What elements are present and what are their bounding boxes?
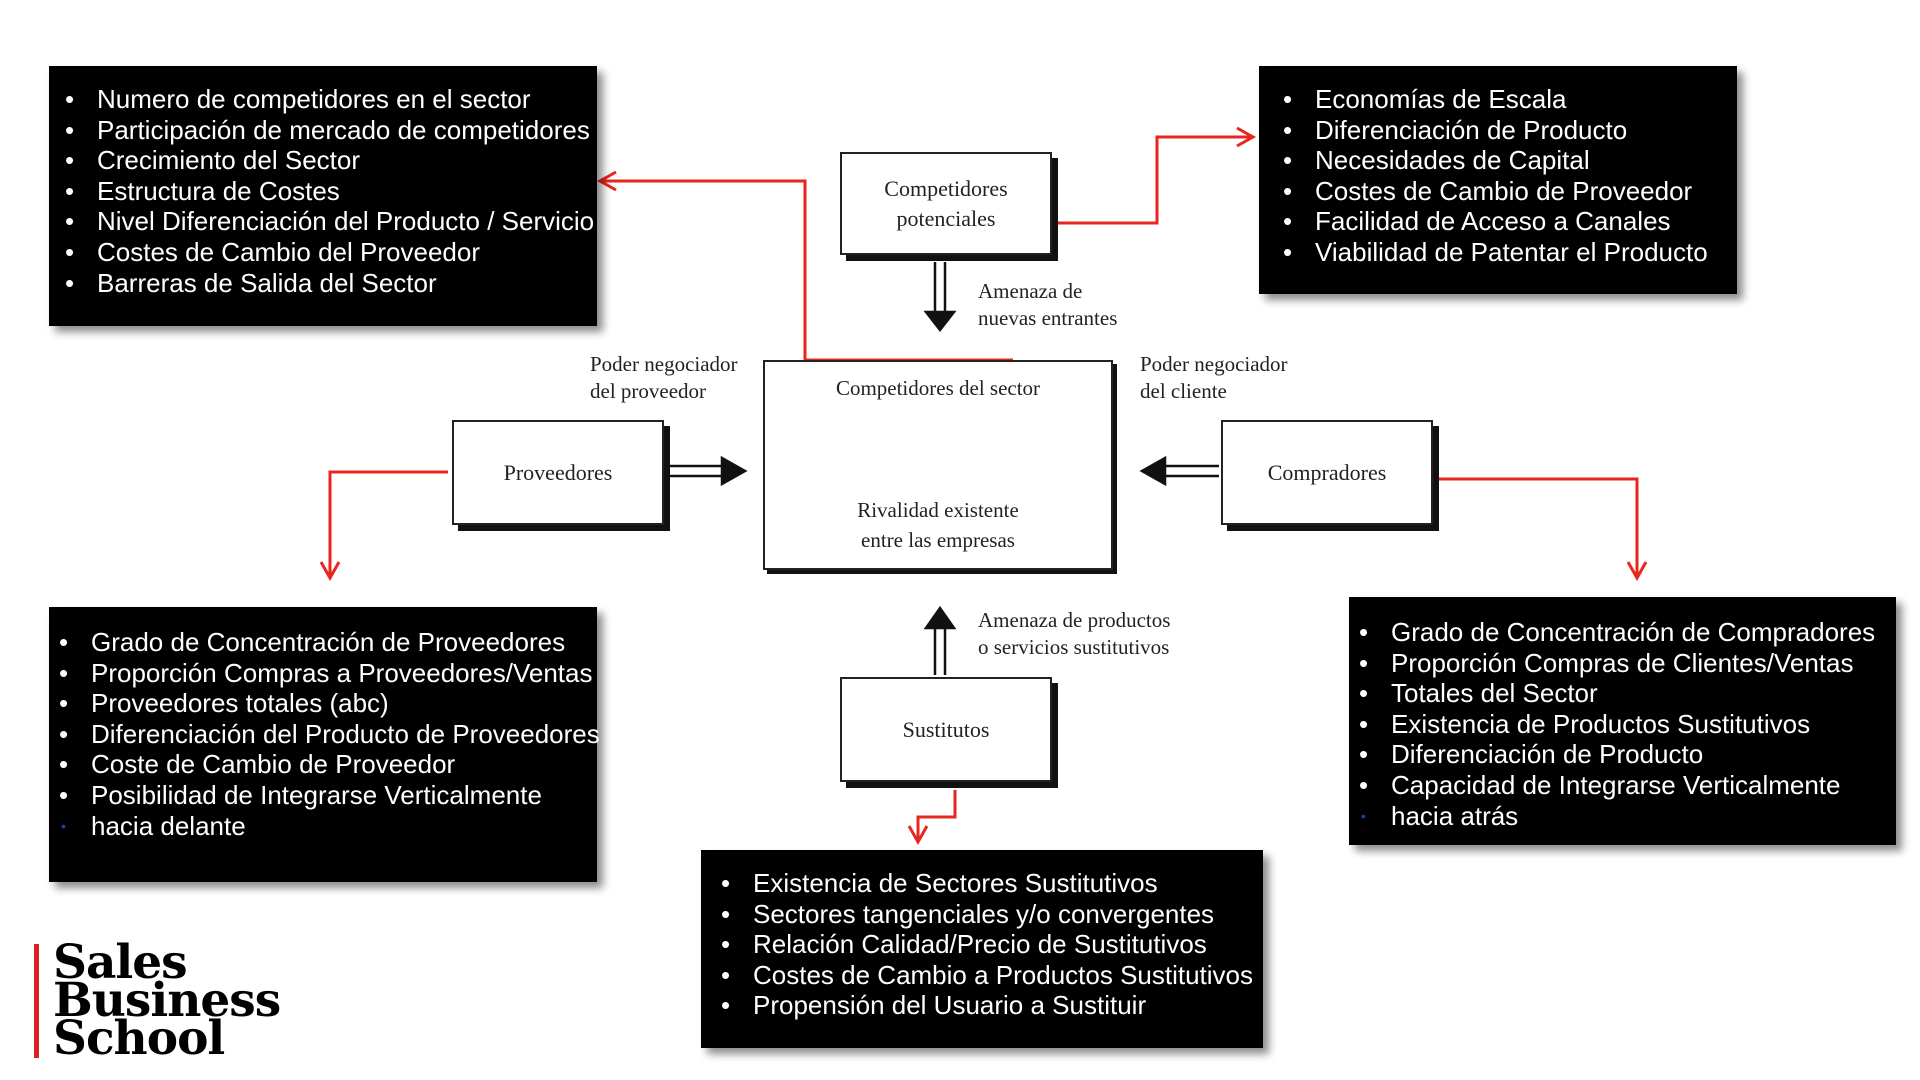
list-item: Diferenciación de Producto bbox=[1283, 115, 1737, 146]
list-item: Diferenciación del Producto de Proveedor… bbox=[59, 719, 600, 750]
box-competidores-sector: Numero de competidores en el sector Part… bbox=[49, 66, 597, 326]
logo-line-2: Business bbox=[53, 973, 281, 1028]
box-proveedores: Grado de Concentración de Proveedores Pr… bbox=[49, 607, 600, 882]
list-item: Posibilidad de Integrarse Verticalmente bbox=[59, 780, 597, 811]
list-item: Economías de Escala bbox=[1283, 84, 1737, 115]
list-item: Participación de mercado de competidores bbox=[65, 115, 597, 146]
box-compradores: Grado de Concentración de Compradores Pr… bbox=[1349, 597, 1896, 845]
label-amenaza-entrantes: Amenaza de nuevas entrantes bbox=[978, 279, 1118, 330]
list-item: Nivel Diferenciación del Producto / Serv… bbox=[65, 206, 597, 237]
red-connector-entrantes bbox=[1057, 126, 1257, 225]
list-item: Numero de competidores en el sector bbox=[65, 84, 597, 115]
list-item: Grado de Concentración de Proveedores bbox=[59, 627, 597, 658]
red-connector-proveedores bbox=[319, 470, 448, 582]
arrow-amenaza-sustitutos bbox=[923, 605, 957, 675]
logo-line-1: Sales bbox=[53, 935, 188, 990]
list-item: Costes de Cambio del Proveedor bbox=[65, 237, 597, 268]
list-item: Crecimiento del Sector bbox=[65, 145, 597, 176]
list-item: hacia atrás bbox=[1361, 801, 1896, 832]
node-competidores-potenciales: Competidores potenciales bbox=[840, 152, 1052, 255]
node-proveedores: Proveedores bbox=[452, 420, 664, 525]
list-item: Necesidades de Capital bbox=[1283, 145, 1737, 176]
list-item: Grado de Concentración de Compradores bbox=[1359, 617, 1896, 648]
list-item: Proporción Compras de Clientes/Ventas bbox=[1359, 648, 1896, 679]
list-item: Existencia de Sectores Sustitutivos bbox=[721, 868, 1263, 899]
sales-business-school-logo: Sales Business School bbox=[34, 935, 281, 1066]
node-compradores: Compradores bbox=[1221, 420, 1433, 525]
list-item: Existencia de Productos Sustitutivos bbox=[1359, 709, 1896, 740]
box-nuevas-entrantes: Economías de Escala Diferenciación de Pr… bbox=[1259, 66, 1737, 294]
list-item: Relación Calidad/Precio de Sustitutivos bbox=[721, 929, 1263, 960]
node-competidores-sector: Competidores del sector Rivalidad existe… bbox=[763, 360, 1113, 570]
node-sustitutos: Sustitutos bbox=[840, 677, 1052, 782]
red-connector-sustitutos bbox=[907, 790, 957, 846]
label-poder-proveedor: Poder negociador del proveedor bbox=[590, 352, 738, 403]
list-item: Totales del Sector bbox=[1359, 678, 1896, 709]
list-item: Diferenciación de Producto bbox=[1359, 739, 1896, 770]
list-item: Capacidad de Integrarse Verticalmente bbox=[1359, 770, 1896, 801]
center-title: Competidores del sector bbox=[835, 376, 1041, 400]
list-item: Estructura de Costes bbox=[65, 176, 597, 207]
list-item: Proveedores totales (abc) bbox=[59, 688, 597, 719]
arrow-nuevas-entrantes bbox=[923, 262, 957, 333]
list-item: Barreras de Salida del Sector bbox=[65, 268, 597, 299]
list-item: Facilidad de Acceso a Canales bbox=[1283, 206, 1737, 237]
list-item: Viabilidad de Patentar el Producto bbox=[1283, 237, 1737, 268]
list-item: Sectores tangenciales y/o convergentes bbox=[721, 899, 1263, 930]
label-amenaza-sustitutos: Amenaza de productos o servicios sustitu… bbox=[978, 608, 1171, 659]
arrow-poder-proveedor bbox=[667, 455, 748, 487]
box-sustitutos: Existencia de Sectores Sustitutivos Sect… bbox=[701, 850, 1263, 1048]
list-item: Coste de Cambio de Proveedor bbox=[59, 749, 597, 780]
logo-line-3: School bbox=[53, 1011, 225, 1066]
list-item: Costes de Cambio a Productos Sustitutivo… bbox=[721, 960, 1263, 991]
list-item: Proporción Compras a Proveedores/Ventas bbox=[59, 658, 597, 689]
label-poder-cliente: Poder negociador del cliente bbox=[1140, 352, 1288, 403]
arrow-poder-cliente bbox=[1139, 455, 1219, 487]
list-item: hacia delante bbox=[61, 811, 597, 842]
list-item: Costes de Cambio de Proveedor bbox=[1283, 176, 1737, 207]
red-connector-compradores bbox=[1430, 477, 1648, 582]
center-rivalidad: Rivalidad existente entre las empresas bbox=[857, 498, 1019, 552]
list-item: Propensión del Usuario a Sustituir bbox=[721, 990, 1263, 1021]
